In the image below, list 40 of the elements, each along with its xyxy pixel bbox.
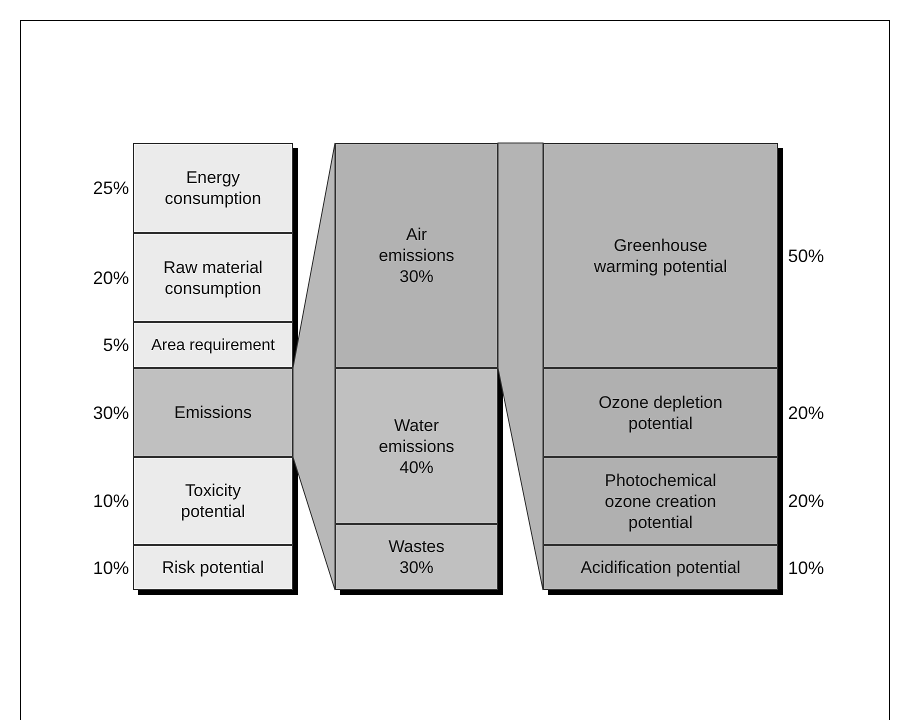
expansion-funnel xyxy=(498,142,544,590)
segment-label: Emissions xyxy=(174,402,252,423)
bar-segment xyxy=(133,545,293,590)
segment-label: Ozone depletion potential xyxy=(598,392,724,434)
segment-label: Air emissions xyxy=(378,224,456,266)
percentage-label: 10% xyxy=(92,490,129,512)
percentage-label: 50% xyxy=(788,244,824,266)
segment-label: Water emissions xyxy=(378,414,456,456)
bar-segment xyxy=(133,143,293,233)
segment-label: Wastes xyxy=(388,536,445,557)
bar-segment xyxy=(543,545,778,590)
bar-segment xyxy=(133,368,293,457)
bar-segment xyxy=(335,368,498,524)
segment-label: Energy consumption xyxy=(164,167,262,209)
segment-label: Photochemical ozone creation potential xyxy=(604,470,718,532)
segment-label: 40% xyxy=(399,456,434,478)
segment-label: Area requirement xyxy=(151,336,275,356)
percentage-label: 10% xyxy=(788,556,824,578)
percentage-label: 5% xyxy=(102,334,129,356)
percentage-label: 20% xyxy=(788,402,824,424)
segment-label: Toxicity potential xyxy=(180,480,246,522)
segment-label: 30% xyxy=(399,557,434,578)
percentage-label: 30% xyxy=(92,402,129,424)
percentage-label: 20% xyxy=(788,490,824,512)
bar-segment xyxy=(133,322,293,368)
bar-segment xyxy=(335,524,498,590)
segment-label: 30% xyxy=(399,266,434,287)
percentage-label: 10% xyxy=(92,556,129,578)
bar-segment xyxy=(133,457,293,545)
percentage-label: 25% xyxy=(92,177,129,199)
segment-label: Acidification potential xyxy=(580,557,740,578)
expansion-funnel xyxy=(292,142,336,590)
segment-label: Greenhouse warming potential xyxy=(592,234,728,276)
segment-label: Risk potential xyxy=(162,557,264,578)
bar-segment xyxy=(543,368,778,457)
segment-label: Raw material consumption xyxy=(162,256,264,298)
bar-segment xyxy=(335,143,498,368)
percentage-label: 20% xyxy=(92,266,129,288)
bar-segment xyxy=(133,233,293,322)
bar-segment xyxy=(543,457,778,545)
